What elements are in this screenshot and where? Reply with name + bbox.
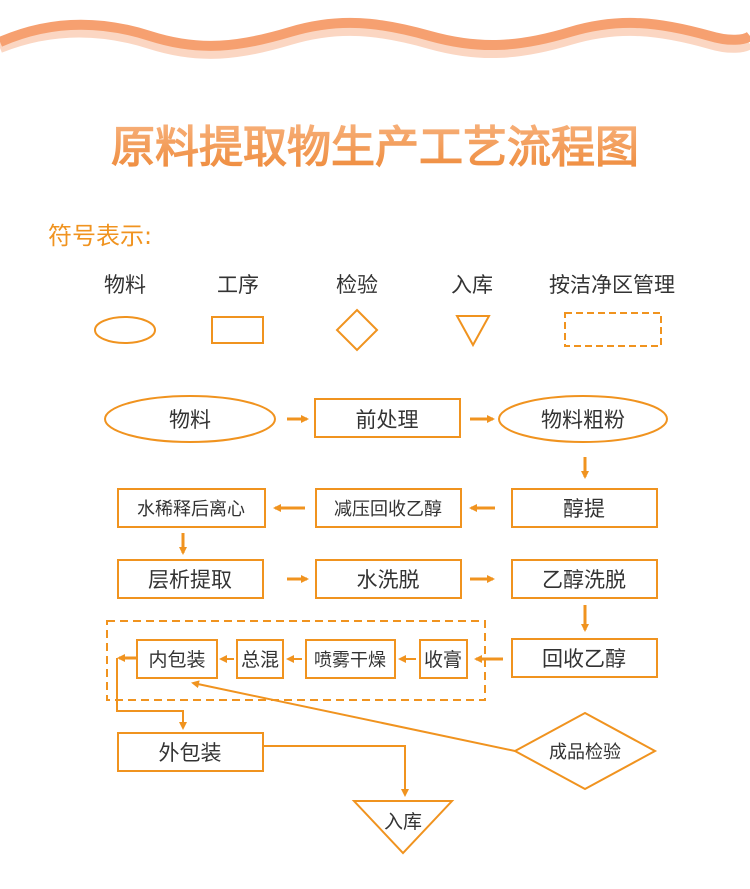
node-blend bbox=[236, 639, 284, 679]
node-vacuum-recover bbox=[315, 488, 462, 528]
label-alcohol-extraction: 醇提 bbox=[563, 497, 605, 521]
legend-label-material: 物料 bbox=[104, 273, 146, 297]
legend-dashed-rect-shape bbox=[564, 312, 662, 347]
label-recover-ethanol: 回收乙醇 bbox=[542, 647, 626, 671]
legend-heading: 符号表示: bbox=[48, 222, 152, 250]
legend-label-inspection: 检验 bbox=[336, 273, 378, 297]
legend-label-warehouse: 入库 bbox=[451, 273, 493, 297]
label-spray-dry: 喷雾干燥 bbox=[314, 650, 386, 671]
label-outer-pack: 外包装 bbox=[159, 741, 222, 765]
node-dilute-centrifuge bbox=[117, 488, 266, 528]
label-qc: 成品检验 bbox=[549, 742, 621, 763]
label-blend: 总混 bbox=[241, 649, 279, 671]
label-dilute-centrifuge: 水稀释后离心 bbox=[137, 499, 245, 520]
page-title: 原料提取物生产工艺流程图 bbox=[111, 122, 639, 173]
wave-decoration-light bbox=[0, 25, 750, 59]
node-ethanol-elution bbox=[511, 559, 658, 599]
node-outer-pack bbox=[117, 732, 264, 772]
connector-outer-to-warehouse bbox=[263, 745, 409, 797]
legend-label-cleanroom: 按洁净区管理 bbox=[549, 273, 675, 297]
legend-label-process: 工序 bbox=[217, 273, 259, 297]
connector-inner-to-outer bbox=[116, 658, 187, 730]
node-chromatography bbox=[117, 559, 264, 599]
connector-qc-to-inner bbox=[191, 680, 516, 752]
label-raw-material: 物料 bbox=[169, 408, 211, 432]
label-inner-pack: 内包装 bbox=[148, 649, 205, 671]
label-vacuum-recover: 减压回收乙醇 bbox=[334, 499, 442, 520]
label-concentrate: 收膏 bbox=[424, 648, 462, 671]
node-coarse-powder bbox=[498, 395, 668, 443]
node-concentrate bbox=[419, 639, 468, 679]
node-raw-material bbox=[104, 395, 276, 443]
node-inner-pack bbox=[136, 639, 218, 679]
wave-decoration bbox=[0, 17, 750, 51]
node-recover-ethanol bbox=[511, 638, 658, 678]
label-warehouse: 入库 bbox=[384, 811, 422, 833]
legend-rect-shape bbox=[211, 316, 264, 344]
node-warehouse bbox=[351, 800, 455, 855]
label-pretreatment: 前处理 bbox=[356, 408, 419, 432]
label-chromatography: 层析提取 bbox=[148, 568, 232, 592]
legend-triangle-shape bbox=[455, 315, 491, 348]
legend-diamond-shape bbox=[335, 308, 379, 352]
label-ethanol-elution: 乙醇洗脱 bbox=[542, 568, 626, 592]
node-water-elution bbox=[315, 559, 462, 599]
label-coarse-powder: 物料粗粉 bbox=[541, 408, 625, 432]
legend-ellipse-shape bbox=[94, 316, 156, 344]
label-water-elution: 水洗脱 bbox=[357, 568, 420, 592]
node-qc bbox=[512, 711, 658, 791]
node-alcohol-extraction bbox=[511, 488, 658, 528]
node-pretreatment bbox=[314, 398, 461, 438]
node-spray-dry bbox=[305, 639, 396, 679]
